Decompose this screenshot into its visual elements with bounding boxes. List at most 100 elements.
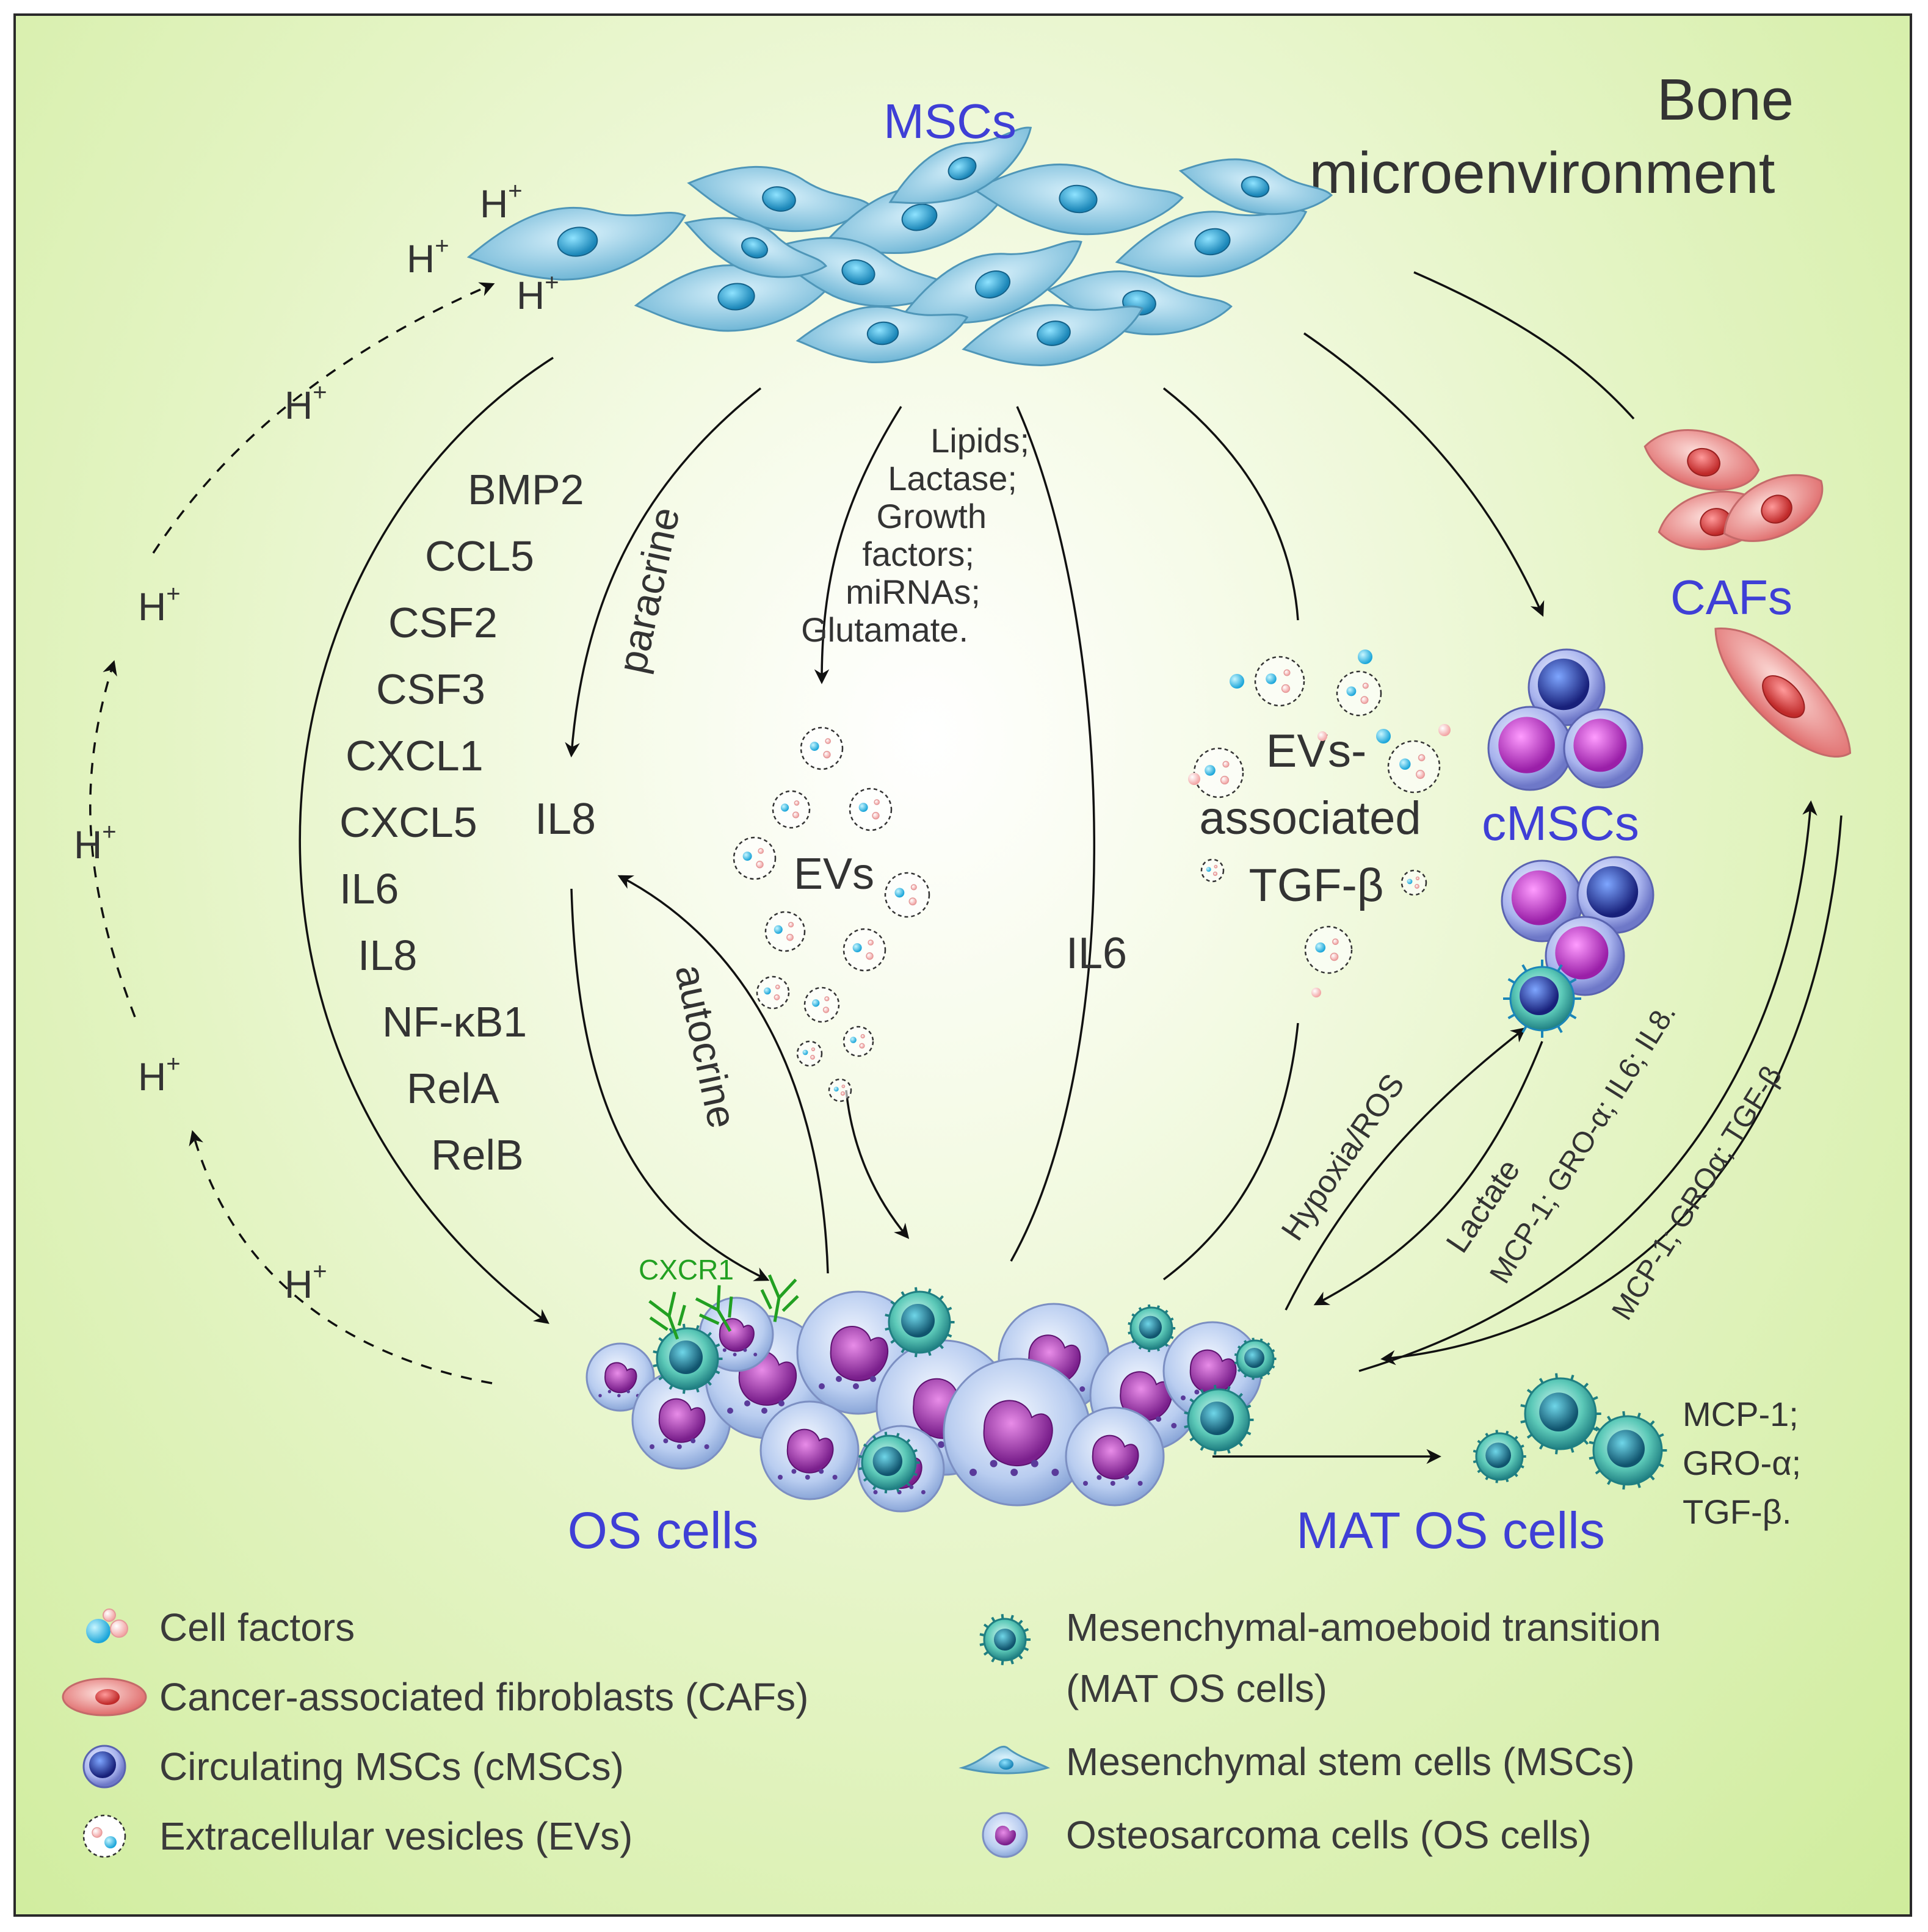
- ev-content-item: Lipids;: [930, 421, 1029, 460]
- mat-os-cell: [858, 1431, 920, 1494]
- extracellular-vesicle: [884, 872, 930, 918]
- extracellular-vesicle: [1401, 869, 1427, 896]
- caf-icon: [62, 1677, 147, 1717]
- mat-os-cell: [1589, 1411, 1667, 1490]
- cxcr1-receptors: [648, 1274, 799, 1340]
- mat-cell-icon: [979, 1614, 1031, 1665]
- ev-icon: [82, 1814, 126, 1858]
- msc-icon: [959, 1746, 1051, 1775]
- cmsc-cluster: [1487, 648, 1654, 1038]
- arrow-msc-to-cafs: [1413, 271, 1635, 420]
- mat-os-cell: [1128, 1304, 1176, 1353]
- msc-cell: [973, 164, 1184, 236]
- arrow-evs-to-os: [845, 1090, 910, 1239]
- extracellular-vesicle: [1200, 858, 1225, 883]
- title-line-2: microenvironment: [1310, 140, 1775, 206]
- label-mat-os-cells: MAT OS cells: [1296, 1502, 1605, 1559]
- label-cxcr1: CXCR1: [639, 1254, 734, 1286]
- extracellular-vesicle: [1254, 656, 1305, 707]
- proton-label: H+: [480, 178, 523, 226]
- mat-os-cell: [653, 1323, 723, 1394]
- proton-label: H+: [516, 269, 559, 317]
- ev-cloud-center: [733, 726, 930, 1102]
- factor-list: BMP2CCL5CSF2CSF3CXCL1CXCL5IL6IL8NF-κB1Re…: [339, 466, 584, 1179]
- arrow-il8-to-os: [570, 888, 770, 1281]
- extracellular-vesicle: [803, 986, 840, 1023]
- ev-content-item: Lactase;: [888, 459, 1017, 497]
- cxcr1-receptor: [648, 1291, 686, 1340]
- label-os-cells: OS cells: [568, 1502, 759, 1559]
- proton-arrow-top: [152, 282, 495, 554]
- factor-item: RelA: [407, 1065, 499, 1112]
- cell-factor: [1438, 724, 1451, 736]
- arrow-ev-contents: [814, 406, 902, 684]
- extracellular-vesicle: [828, 1078, 852, 1102]
- factor-item: BMP2: [468, 466, 584, 513]
- cmsc-cell: [1501, 859, 1584, 942]
- msc-cell: [1115, 209, 1308, 278]
- cmsc-cell: [1487, 706, 1573, 791]
- legend-label: Mesenchymal-amoeboid transition: [1066, 1605, 1661, 1649]
- cmsc-cell: [1563, 708, 1644, 789]
- msc-cell: [466, 206, 686, 281]
- msc-cell: [687, 165, 872, 233]
- extracellular-vesicle: [1387, 740, 1441, 794]
- mat-os-cell: [1184, 1384, 1254, 1455]
- msc-cell: [795, 305, 969, 363]
- arrow-il6: [1010, 406, 1096, 1262]
- caf-cell: [1723, 474, 1824, 542]
- ev-cloud-right: [1188, 649, 1451, 997]
- cmsc-icon: [82, 1745, 126, 1789]
- legend-label: Osteosarcoma cells (OS cells): [1066, 1813, 1592, 1857]
- factor-item: IL6: [339, 865, 399, 913]
- arrows: [89, 271, 1843, 1464]
- arrow-paracrine: [565, 387, 762, 758]
- cell-factor: [1358, 649, 1372, 664]
- mat-os-cell: [1520, 1373, 1601, 1455]
- arrow-cafs-to-os: [1380, 815, 1843, 1366]
- cell-factor: [1230, 674, 1244, 689]
- proton-label: H+: [284, 1258, 327, 1306]
- cmsc-cell: [1503, 960, 1581, 1038]
- extracellular-vesicle: [843, 928, 886, 972]
- extracellular-vesicle: [772, 790, 811, 829]
- os-cell: [585, 1342, 655, 1412]
- factor-item: CXCL1: [346, 732, 484, 780]
- factor-item: CSF2: [388, 599, 498, 646]
- ev-content-item: Growth: [877, 497, 987, 535]
- legend-label: Circulating MSCs (cMSCs): [159, 1745, 624, 1789]
- cell-factor: [1317, 731, 1327, 741]
- proton-arrow-left: [89, 660, 136, 1018]
- os-cell: [1065, 1406, 1165, 1507]
- arrow-autocrine: [617, 875, 829, 1274]
- label-autocrine: autocrine: [667, 961, 745, 1132]
- arrow-lactate: [1313, 1041, 1543, 1306]
- label-mscs: MSCs: [883, 94, 1017, 148]
- arrow-tgf-lower: [1162, 1022, 1299, 1281]
- cmsc-cell: [1528, 648, 1606, 726]
- factor-item: CSF3: [376, 665, 485, 713]
- msc-cell: [1178, 158, 1333, 215]
- label-cafs: CAFs: [1670, 570, 1792, 624]
- label-il6: IL6: [1066, 929, 1127, 978]
- msc-cell: [684, 217, 828, 278]
- arrow-hypoxia: [1285, 1027, 1526, 1311]
- os-cell: [631, 1370, 731, 1470]
- label-cmscs: cMSCs: [1482, 796, 1639, 850]
- proton-label: H+: [284, 379, 327, 427]
- extracellular-vesicle: [1304, 925, 1353, 974]
- mat-factor-item: TGF-β.: [1683, 1492, 1791, 1531]
- ev-content-item: miRNAs;: [846, 573, 980, 611]
- factor-item: NF-κB1: [382, 998, 527, 1046]
- os-cell: [943, 1358, 1092, 1507]
- extracellular-vesicle: [733, 836, 777, 880]
- mat-factor-list: MCP-1;GRO-α;TGF-β.: [1683, 1395, 1801, 1531]
- ev-content-item: factors;: [862, 535, 974, 573]
- msc-cell: [888, 126, 1032, 204]
- legend-label: Mesenchymal stem cells (MSCs): [1066, 1740, 1635, 1784]
- mat-cell-cluster: [1473, 1373, 1667, 1490]
- extracellular-vesicle: [796, 1040, 823, 1067]
- arrow-factors-to-os: [299, 356, 554, 1324]
- msc-cell: [823, 180, 1013, 254]
- label-paracrine: paracrine: [609, 503, 688, 677]
